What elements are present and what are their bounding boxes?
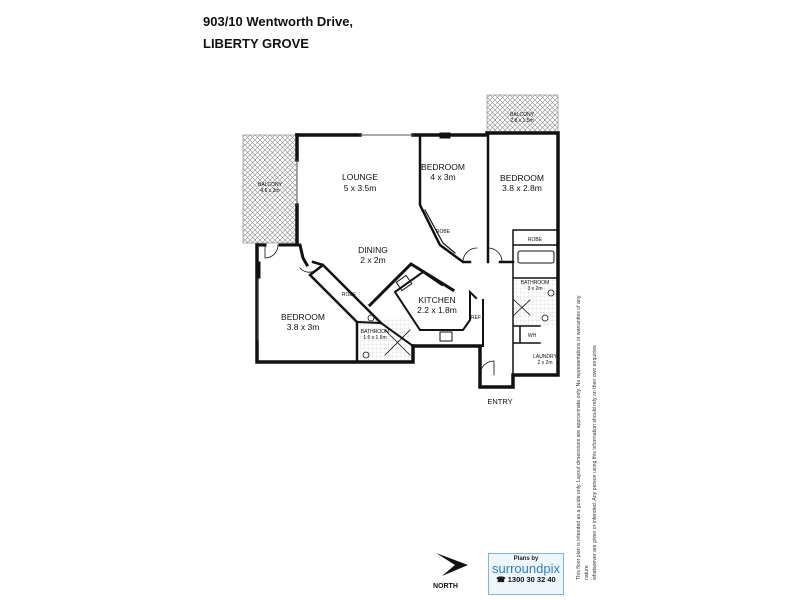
bedroom-a-label: BEDROOM — [421, 162, 465, 172]
ensuite-label: BATHROOM — [361, 329, 390, 335]
basin-icon — [547, 289, 555, 297]
balcony-top-size: 2.8 x 1.5m — [510, 118, 533, 124]
basin-icon — [367, 314, 375, 322]
bedroom-c-size: 3.8 x 3m — [287, 322, 320, 332]
robe-label: ROBE — [342, 292, 357, 298]
ensuite-size: 1.6 x 1.6m — [363, 335, 386, 341]
wh-label: WH — [528, 333, 537, 339]
bathroom-main-label: BATHROOM — [521, 280, 550, 286]
dining-label: DINING — [358, 245, 388, 255]
entry-label: ENTRY — [487, 397, 512, 406]
disclaimer: This floor plan is intended as a guide o… — [575, 280, 599, 580]
balcony-top — [486, 94, 559, 134]
balcony-left-label: BALCONY — [258, 182, 283, 188]
bedroom-b-size: 3.8 x 2.8m — [502, 183, 542, 193]
address-line1: 903/10 Wentworth Drive, — [203, 14, 354, 29]
laundry-size: 2 x 2m — [537, 360, 552, 366]
surroundpix-logo: Plans by surroundpix ☎ 1300 30 32 40 — [488, 553, 564, 595]
north-label: NORTH — [433, 583, 458, 590]
phone-icon: ☎ — [496, 575, 508, 584]
balcony-top-label: BALCONY — [510, 112, 535, 118]
bedroom-c-label: BEDROOM — [281, 312, 325, 322]
plans-by-label: Plans by — [513, 556, 539, 562]
robe-label: ROBE — [436, 229, 451, 235]
toilet-icon — [362, 351, 370, 359]
address-suburb: LIBERTY GROVE — [203, 36, 309, 51]
walls — [255, 131, 560, 389]
kitchen-size: 2.2 x 1.8m — [417, 305, 457, 315]
north-arrow-icon — [436, 553, 468, 576]
phone-number: 1300 30 32 40 — [507, 575, 556, 584]
lounge-size: 5 x 3.5m — [344, 183, 377, 193]
balcony-left-size: 4.6 x 2m — [260, 188, 279, 194]
bedroom-b-label: BEDROOM — [500, 173, 544, 183]
toilet-icon — [541, 314, 549, 322]
bathroom-main-size: 3 x 2m — [527, 286, 542, 292]
dining-size: 2 x 2m — [360, 255, 386, 265]
ref-label: REF — [471, 315, 481, 321]
robe-label: ROBE — [528, 237, 543, 243]
brand-name: surroundpix — [492, 561, 560, 576]
laundry-label: LAUNDRY — [533, 354, 557, 360]
bathroom-main-floor — [513, 278, 557, 326]
bedroom-a-size: 4 x 3m — [430, 172, 456, 182]
disclaimer-line1: This floor plan is intended as a guide o… — [576, 295, 590, 580]
disclaimer-line2: whatsoever are given or intended. Any pe… — [592, 345, 598, 580]
kitchen-label: KITCHEN — [418, 295, 455, 305]
lounge-label: LOUNGE — [342, 172, 378, 182]
balcony-left — [242, 134, 298, 244]
